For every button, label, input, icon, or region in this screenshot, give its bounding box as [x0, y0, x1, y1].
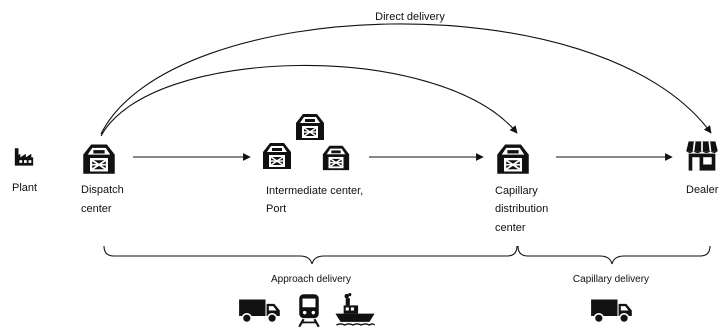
- direct-delivery-arc: [100, 23, 712, 135]
- approach-delivery-label: Approach delivery: [271, 274, 351, 285]
- dispatch-to-capillary-arc: [100, 64, 518, 137]
- train-icon: [298, 293, 320, 328]
- approach-truck-icon: [238, 298, 281, 324]
- capillary-delivery-label: Capillary delivery: [573, 274, 649, 285]
- intermediate-barn-icon-top: [295, 113, 325, 141]
- dealer-label: Dealer: [686, 184, 719, 196]
- ship-icon: [334, 293, 376, 326]
- factory-icon: [14, 148, 34, 166]
- capillary-barn-icon: [496, 143, 530, 175]
- intermediate-barn-icon-left: [262, 142, 292, 170]
- capillary-label-line-2: distribution: [495, 203, 548, 215]
- intermediate-label-line-2: Port: [266, 203, 286, 215]
- store-icon: [685, 140, 719, 172]
- direct-delivery-label: Direct delivery: [375, 11, 445, 23]
- plant-label: Plant: [12, 182, 37, 194]
- capillary-delivery-brace: [517, 245, 711, 265]
- intermediate-barn-icon-right: [322, 145, 350, 171]
- dispatch-label-line-1: Dispatch: [81, 184, 124, 196]
- capillary-truck-icon: [590, 298, 633, 324]
- capillary-label-line-3: center: [495, 222, 526, 234]
- capillary-label-line-1: Capillary: [495, 185, 538, 197]
- dispatch-label-line-2: center: [81, 203, 112, 215]
- intermediate-label-line-1: Intermediate center,: [266, 185, 363, 197]
- dispatch-barn-icon: [82, 143, 116, 175]
- approach-delivery-brace: [103, 245, 518, 265]
